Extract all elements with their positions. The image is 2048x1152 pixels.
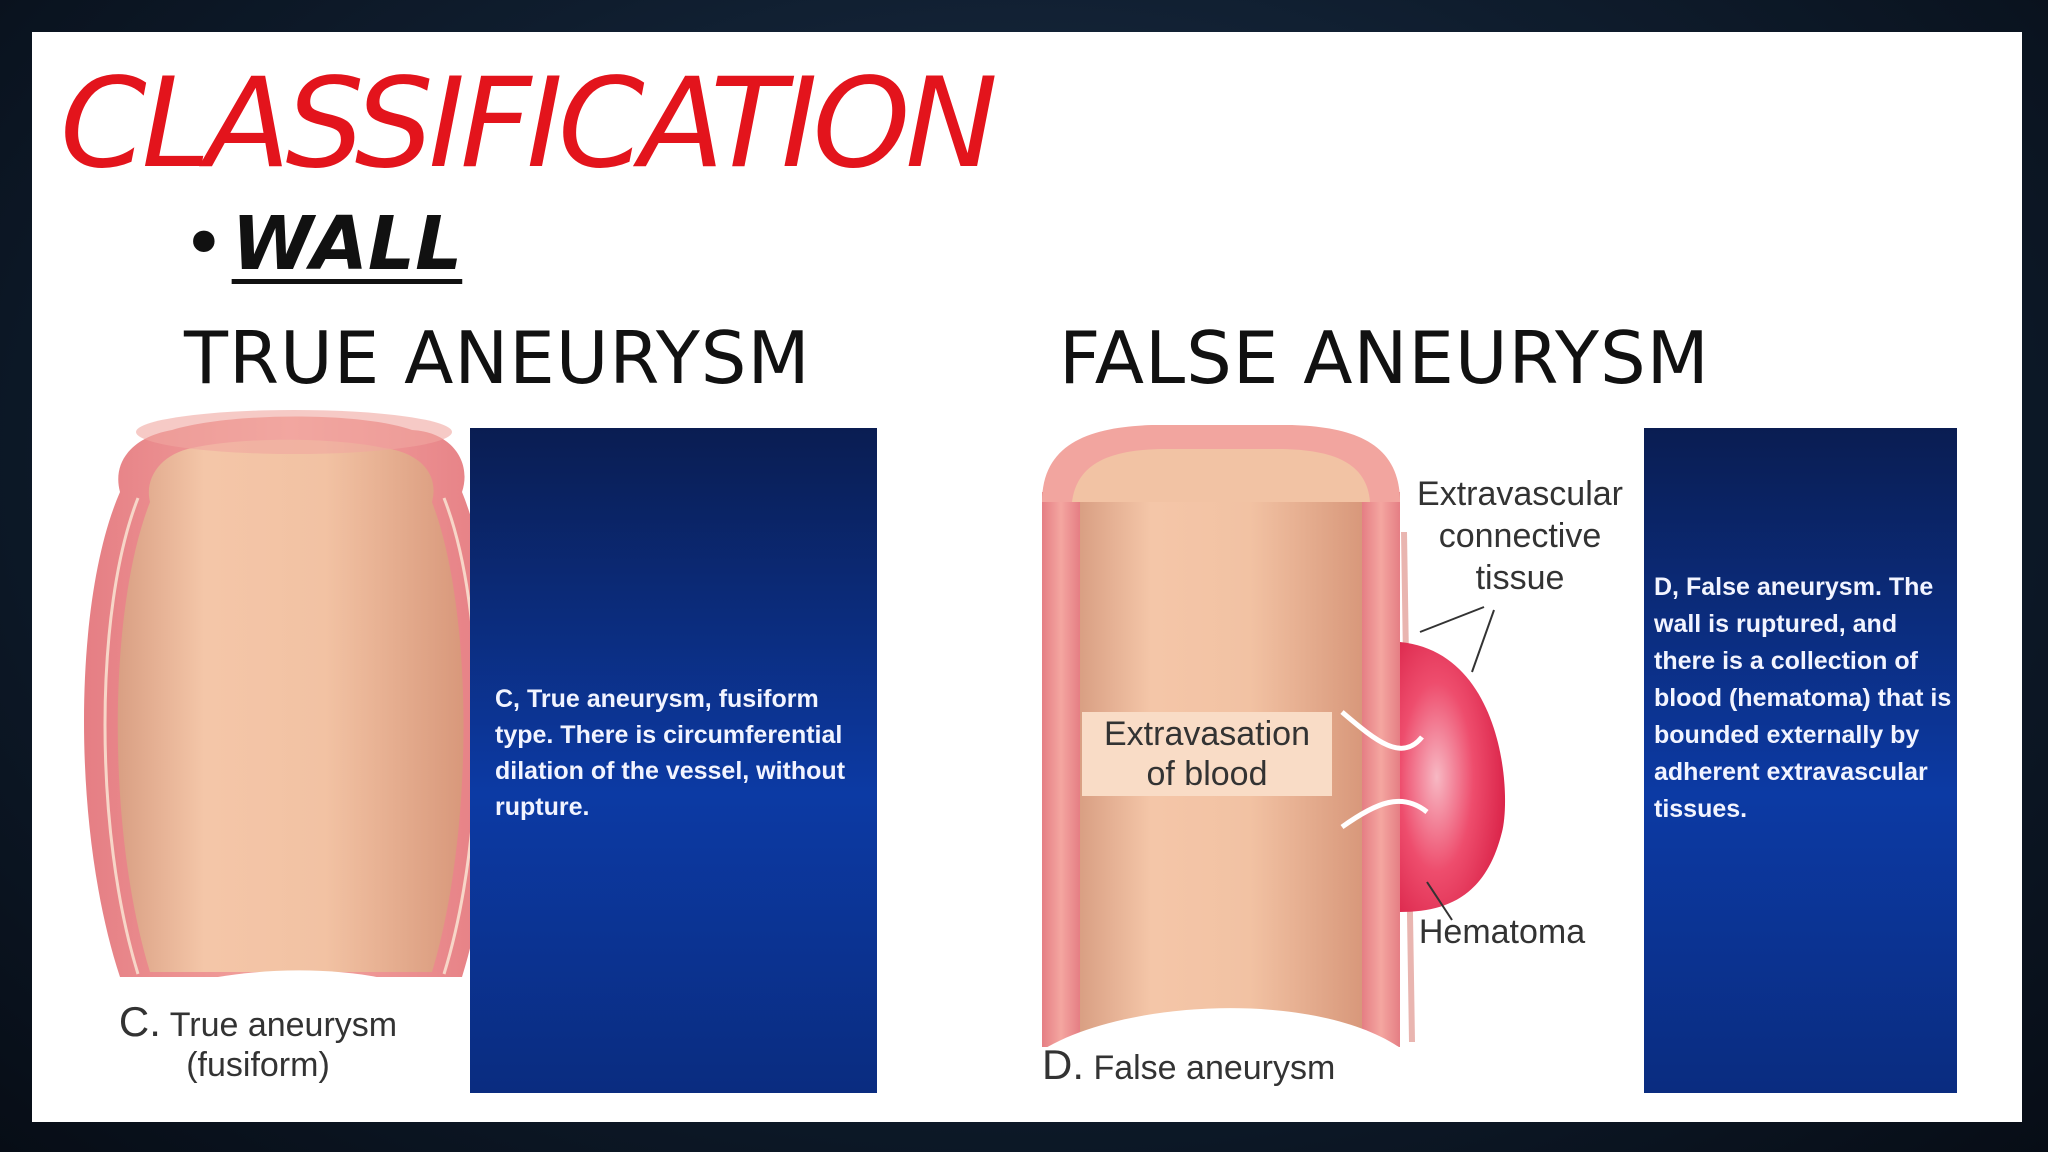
arrow-icon — [1340, 798, 1429, 830]
bullet-dot-icon: • — [182, 201, 226, 287]
extravascular-tissue-label: Extravascular connective tissue — [1417, 475, 1623, 597]
arrow-icon — [1340, 710, 1424, 751]
false-aneurysm-description-panel: D, False aneurysm. The wall is ruptured,… — [1644, 428, 1957, 1093]
false-aneurysm-heading: FALSE ANEURYSM — [1059, 316, 1710, 400]
caption-c-line1: True aneurysm — [169, 1006, 398, 1044]
caption-d-letter: D. — [1042, 1041, 1084, 1088]
true-aneurysm-description-panel: C, True aneurysm, fusiform type. There i… — [470, 428, 877, 1093]
extravasation-label: Extravasation of blood — [1082, 712, 1332, 796]
bullet-wall: •WALL — [182, 207, 462, 281]
panel-c-text: True aneurysm, fusiform type. There is c… — [495, 685, 846, 821]
caption-d-text: False aneurysm — [1093, 1049, 1336, 1087]
panel-d-label: D, — [1654, 573, 1679, 601]
true-aneurysm-caption: C. True aneurysm (fusiform) — [108, 1001, 408, 1085]
caption-c-letter: C. — [118, 998, 161, 1045]
panel-d-text: False aneurysm. The wall is ruptured, an… — [1654, 573, 1952, 823]
false-aneurysm-caption: D. False aneurysm — [1042, 1044, 1442, 1088]
panel-c-label: C, — [495, 685, 520, 713]
slide-title: CLASSIFICATION — [60, 52, 998, 196]
bullet-text: WALL — [231, 201, 463, 287]
true-aneurysm-heading: TRUE ANEURYSM — [184, 316, 811, 400]
slide: CLASSIFICATION •WALL TRUE ANEURYSM FALSE… — [32, 32, 2022, 1122]
hematoma-label: Hematoma — [1418, 913, 1586, 951]
caption-c-line2: (fusiform) — [186, 1046, 330, 1084]
true-aneurysm-vessel — [84, 410, 496, 1032]
